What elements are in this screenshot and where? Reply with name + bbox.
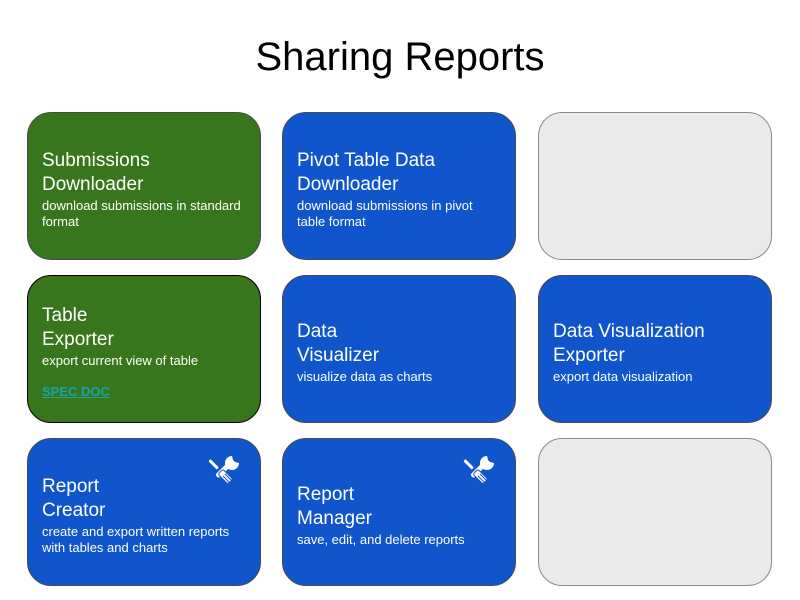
- card-title-line2: Downloader: [42, 174, 144, 195]
- card-pivot-table-data-downloader[interactable]: Pivot Table Data Downloader download sub…: [282, 112, 516, 260]
- card-empty-top-right: [538, 112, 772, 260]
- card-report-manager[interactable]: Report Manager save, edit, and delete re…: [282, 438, 516, 586]
- card-submissions-downloader[interactable]: Submissions Downloader download submissi…: [27, 112, 261, 260]
- card-description: download submissions in pivot table form…: [297, 198, 473, 229]
- spec-doc-link[interactable]: SPEC DOC: [42, 384, 110, 399]
- card-table-exporter[interactable]: Table Exporter export current view of ta…: [27, 275, 261, 423]
- card-title-line1: Report: [42, 476, 100, 497]
- tools-icon: [206, 451, 244, 489]
- card-title-line2: Exporter: [42, 329, 114, 350]
- card-description: export current view of table: [42, 353, 199, 368]
- card-data-visualizer[interactable]: Data Visualizer visualize data as charts: [282, 275, 516, 423]
- card-empty-bottom-right: [538, 438, 772, 586]
- card-description: export data visualization: [553, 369, 693, 384]
- card-title-line2: Exporter: [553, 345, 625, 366]
- page-title: Sharing Reports: [255, 35, 545, 79]
- card-report-creator[interactable]: Report Creator create and export written…: [27, 438, 261, 586]
- card-title-line1: Report: [297, 484, 355, 505]
- card-description: save, edit, and delete reports: [297, 532, 465, 547]
- card-title-line1: Data: [297, 321, 338, 342]
- card-description: download submissions in standard format: [42, 198, 241, 229]
- card-data-visualization-exporter[interactable]: Data Visualization Exporter export data …: [538, 275, 772, 423]
- card-description: visualize data as charts: [297, 369, 433, 384]
- card-title-line1: Submissions: [42, 150, 150, 171]
- card-title-line1: Table: [42, 305, 88, 326]
- card-title-line2: Manager: [297, 508, 372, 529]
- card-title-line1: Data Visualization: [553, 321, 705, 342]
- card-title-line1: Pivot Table Data: [297, 150, 436, 171]
- card-title-line2: Downloader: [297, 174, 399, 195]
- tools-icon: [463, 456, 494, 484]
- card-title-line2: Visualizer: [297, 345, 380, 366]
- card-description: create and export written reports with t…: [42, 524, 230, 555]
- card-title-line2: Creator: [42, 500, 106, 521]
